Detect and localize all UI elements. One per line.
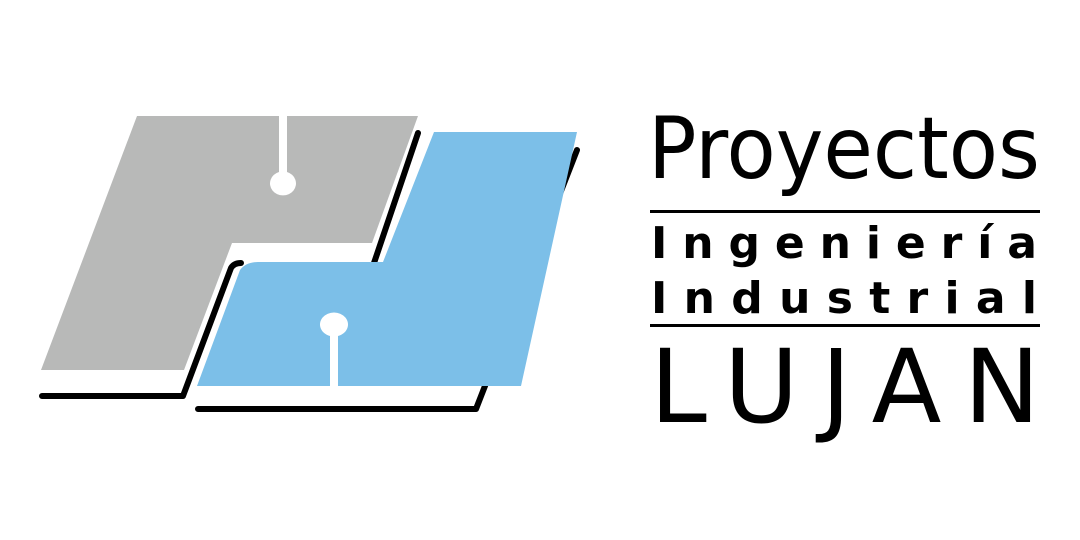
logo-mark [39,116,580,412]
divider-top [650,210,1040,213]
logo-title: Proyectos [648,99,1040,199]
gray-block-shadow [39,260,244,399]
blue-block [197,132,577,386]
logo-line-ingenieria: Ingeniería [651,218,1037,269]
divider-bottom [650,324,1040,327]
logo-line-industrial: Industrial [651,273,1037,324]
logo-name: LUJAN [650,328,1040,447]
gray-block-right-shadow [371,130,421,266]
gray-block [41,116,418,370]
